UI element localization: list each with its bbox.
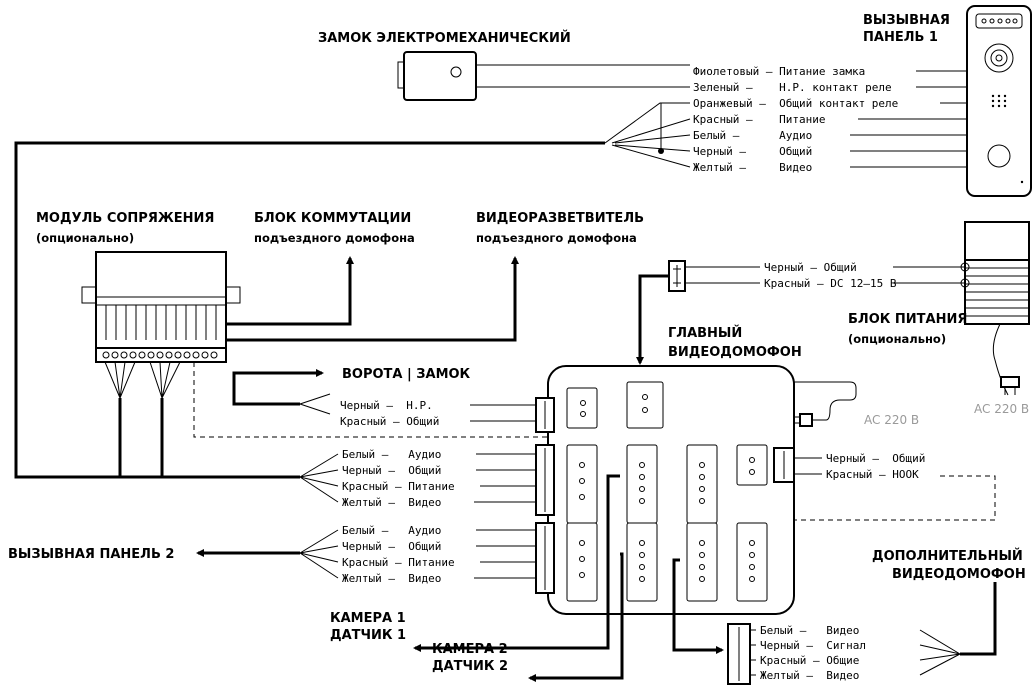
splitter-label-line2: подъездного домофона bbox=[476, 231, 637, 245]
ac-label-right: AC 220 В bbox=[974, 402, 1029, 416]
ac-label-left: AC 220 В bbox=[864, 413, 919, 427]
extra-label-line1: ДОПОЛНИТЕЛЬНЫЙ bbox=[872, 548, 1023, 564]
panel1-wire: Черный – Общий bbox=[693, 145, 812, 158]
camera2-label-line2: ДАТЧИК 2 bbox=[432, 659, 508, 674]
panel1-wire-list: Фиолетовый – Питание замка Зеленый – Н.Р… bbox=[693, 65, 898, 174]
module-label-line2: (опционально) bbox=[36, 231, 134, 245]
hook-wire: Черный – Общий bbox=[826, 452, 925, 465]
panel2-wire: Белый – Аудио bbox=[342, 524, 441, 537]
switch-label-line1: БЛОК КОММУТАЦИИ bbox=[254, 211, 411, 226]
switch-arrow bbox=[226, 256, 354, 326]
extra-connector bbox=[727, 623, 751, 685]
interface-module bbox=[81, 251, 996, 521]
extra-wires bbox=[750, 582, 997, 676]
panel1-wire: Белый – Аудио bbox=[693, 129, 812, 142]
main-label-line2: ВИДЕОДОМОФОН bbox=[668, 345, 802, 360]
panel2-label: ВЫЗЫВНАЯ ПАНЕЛЬ 2 bbox=[8, 547, 174, 562]
gate-wire: Красный – Общий bbox=[340, 415, 439, 428]
splitter-label-line1: ВИДЕОРАЗВЕТВИТЕЛЬ bbox=[476, 211, 644, 226]
gate-wires bbox=[299, 393, 536, 422]
panel1-wire: Желтый – Видео bbox=[693, 161, 812, 174]
power-supply-unit bbox=[964, 221, 1030, 396]
panel1-wire: Оранжевый – Общий контакт реле bbox=[693, 97, 898, 110]
hook-wire: Красный – HOOK bbox=[826, 468, 919, 481]
power-connector bbox=[668, 260, 686, 292]
mains-cable bbox=[793, 381, 857, 427]
module-wire: Черный – Общий bbox=[342, 464, 441, 477]
gate-wire: Черный – Н.Р. bbox=[340, 399, 433, 412]
extra-wire: Желтый – Видео bbox=[760, 669, 859, 682]
module-wire: Белый – Аудио bbox=[342, 448, 441, 461]
camera2-label-line1: КАМЕРА 2 bbox=[432, 642, 508, 657]
psu-label-line2: (опционально) bbox=[848, 332, 946, 346]
module-wires bbox=[299, 453, 536, 503]
panel1-wire: Зеленый – Н.Р. контакт реле bbox=[693, 81, 892, 94]
switch-label-line2: подъездного домофона bbox=[254, 231, 415, 245]
extra-label-line2: ВИДЕОДОМОФОН bbox=[892, 567, 1026, 582]
panel1-wire: Красный – Питание bbox=[693, 113, 825, 126]
hook-wires bbox=[794, 457, 822, 475]
panel1-label-line2: ПАНЕЛЬ 1 bbox=[863, 30, 938, 45]
module-wire: Красный – Питание bbox=[342, 480, 455, 493]
module-label-line1: МОДУЛЬ СОПРЯЖЕНИЯ bbox=[36, 211, 214, 226]
extra-wire: Белый – Видео bbox=[760, 624, 859, 637]
psu-label-line1: БЛОК ПИТАНИЯ bbox=[848, 312, 967, 327]
lock-label: ЗАМОК ЭЛЕКТРОМЕХАНИЧЕСКИЙ bbox=[318, 30, 571, 46]
camera1-label-line1: КАМЕРА 1 bbox=[330, 611, 406, 626]
call-panel-1 bbox=[966, 5, 1032, 197]
camera1-label-line2: ДАТЧИК 1 bbox=[330, 628, 406, 643]
electromechanical-lock bbox=[397, 51, 690, 101]
power-wire: Красный – DC 12–15 В bbox=[764, 277, 897, 290]
gate-arrow bbox=[232, 369, 324, 406]
extra-wire: Красный – Общие bbox=[760, 654, 859, 667]
module-wire: Желтый – Видео bbox=[342, 496, 441, 509]
main-label-line1: ГЛАВНЫЙ bbox=[668, 325, 742, 341]
power-wires bbox=[636, 262, 970, 365]
panel2-wires bbox=[299, 529, 536, 579]
power-wire: Черный – Общий bbox=[764, 261, 857, 274]
extra-wire: Черный – Сигнал bbox=[760, 639, 866, 652]
panel1-label-line1: ВЫЗЫВНАЯ bbox=[863, 13, 950, 28]
panel2-wire: Красный – Питание bbox=[342, 556, 455, 569]
gate-label: ВОРОТА | ЗАМОК bbox=[342, 367, 471, 382]
camera2-arrow bbox=[528, 552, 624, 682]
panel1-wires bbox=[14, 70, 967, 479]
camera1-arrow bbox=[413, 474, 620, 652]
panel1-wire: Фиолетовый – Питание замка bbox=[693, 65, 865, 78]
splitter-arrow bbox=[226, 256, 519, 342]
main-video-intercom bbox=[535, 365, 795, 615]
panel2-wire: Желтый – Видео bbox=[342, 572, 441, 585]
extra-connector-arrow bbox=[672, 558, 724, 654]
panel2-wire: Черный – Общий bbox=[342, 540, 441, 553]
